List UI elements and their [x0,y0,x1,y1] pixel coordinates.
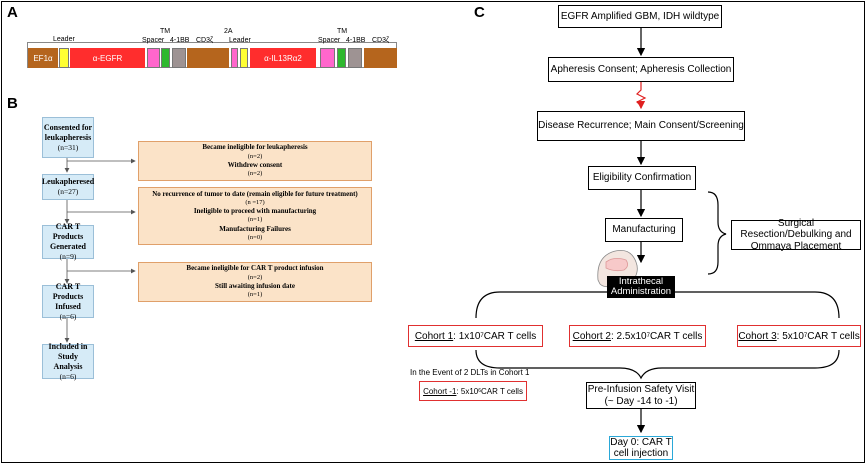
cohort-2-dose: : 2.5x10 [611,330,647,342]
cd3z-segment-1 [187,48,229,68]
cohort-minus-1-unit: CAR T cells [481,386,523,396]
leader-label-1: Leader [53,36,75,43]
consented-box: Consented for leukapheresis (n=31) [42,117,94,158]
leukapheresed-title: Leukapheresed [41,177,95,187]
consented-title: Consented for leukapheresis [43,122,93,142]
spacer-segment-1 [147,48,160,68]
cohort-1-dose: : 1x10 [453,330,481,342]
infused-box: CAR T Products Infused (n=6) [42,281,94,321]
spacer-label-2: Spacer [318,37,341,44]
manufacturing-box: Manufacturing [605,218,683,242]
cd3z-label-1: CD3ζ [196,37,214,44]
2a-segment [231,48,238,68]
leukapheresed-box: Leukapheresed (n=27) [42,174,94,200]
tm-segment-1 [161,48,170,68]
included-box: Included in Study Analysis (n=6) [42,341,94,381]
cohort-1-exp: 7 [480,333,484,339]
excl2-line1: No recurrence of tumor to date (remain e… [152,189,358,198]
excl2-n1: (n =17) [245,198,265,206]
excl1-n1: (n=2) [247,152,263,160]
excl3-n2: (n=1) [247,291,263,299]
consented-n: (n=31) [57,142,79,152]
egfr-box: EGFR Amplified GBM, IDH wildtype [558,5,722,28]
recurrence-box: Disease Recurrence; Main Consent/Screeni… [537,111,745,141]
panel-label-c: C [474,4,485,21]
tm-label-2: TM [337,28,348,35]
excl1-n2: (n=2) [247,170,263,178]
cohort-minus-1-dose: : 5x10 [456,386,479,396]
excl2-line2: Ineligible to proceed with manufacturing [193,207,317,216]
cd3z-segment-2 [364,48,397,68]
2a-label: 2A [224,28,233,35]
excl3-n1: (n=2) [247,273,263,281]
excl3-line2: Still awaiting infusion date [215,282,295,290]
exclusion-box-3: Became ineligible for CAR T product infu… [138,262,372,302]
cohort-minus-1-exp: 6 [478,388,481,394]
spacer-segment-2 [320,48,335,68]
infused-n: (n=6) [59,311,77,321]
cohort-1-unit: CAR T cells [483,330,537,342]
cohort-2-exp: 7 [646,333,650,339]
4-1bb-label-1: 4-1BB [170,37,190,44]
tm-segment-2 [337,48,346,68]
preinfusion-box: Pre-Infusion Safety Visit (~ Day -14 to … [586,382,696,409]
4-1bb-label-2: 4-1BB [346,37,366,44]
leader-segment-1 [59,48,69,68]
leader-label-2: Leader [229,37,251,44]
tm-label-1: TM [160,28,171,35]
spacer-label-1: Spacer [142,37,165,44]
cohort-3-exp: 7 [803,333,808,339]
cohort-1-name: Cohort 1 [414,330,454,342]
eligibility-box: Eligibility Confirmation [588,166,696,190]
egfr-scfv: α-EGFR [70,48,145,68]
generated-box: CAR T Products Generated (n=9) [42,222,94,262]
excl1-line2: Withdrew consent [227,161,283,169]
dlt-note: In the Event of 2 DLTs in Cohort 1 [410,368,530,377]
panel-label-a: A [7,4,18,21]
panel-label-b: B [7,95,18,112]
cohort-3-dose: : 5x10 [776,330,804,342]
excl1-line1: Became ineligible for leukapheresis [202,143,308,152]
4-1bb-segment-1 [172,48,186,68]
cohort-2-unit: CAR T cells [649,330,703,342]
exclusion-box-1: Became ineligible for leukapheresis (n=2… [138,141,372,181]
apheresis-box: Apheresis Consent; Apheresis Collection [548,57,734,82]
ef1a-promoter: EF1α [28,48,58,68]
intrathecal-label: Intrathecal Administration [607,276,675,298]
day0-box: Day 0: CAR T cell injection [609,436,673,460]
leukapheresed-n: (n=27) [57,187,79,197]
infused-title: CAR T Products Infused [52,281,84,311]
surgical-box: Surgical Resection/Debulking and Ommaya … [731,218,861,252]
excl3-line1: Became ineligible for CAR T product infu… [186,264,324,273]
included-title: Included in Study Analysis [48,341,88,371]
cohort-3-name: Cohort 3 [738,330,777,342]
4-1bb-segment-2 [348,48,362,68]
cohort-2-name: Cohort 2 [572,330,611,342]
excl2-n3: (n=0) [247,233,263,241]
cd3z-label-2: CD3ζ [372,37,390,44]
exclusion-box-2: No recurrence of tumor to date (remain e… [138,187,372,245]
generated-n: (n=9) [59,252,77,262]
il13-scfv: α-IL13Rα2 [250,48,316,68]
excl2-line3: Manufacturing Failures [219,224,291,233]
cohort-minus-1-name: Cohort -1 [423,386,457,396]
generated-title: CAR T Products Generated [50,222,86,252]
leader-segment-2 [240,48,248,68]
cohort-3-unit: CAR T cells [807,330,860,342]
included-n: (n=6) [59,371,77,381]
excl2-n2: (n=1) [247,216,263,224]
